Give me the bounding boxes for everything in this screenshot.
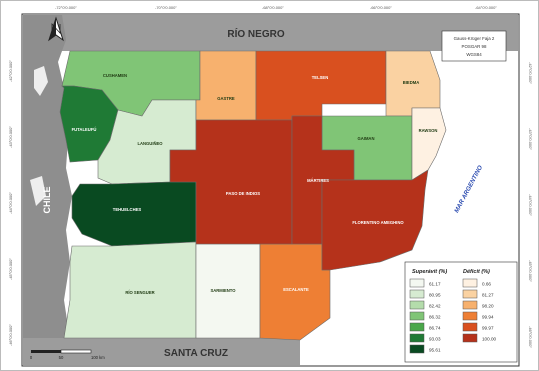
legend-value: 99.97 (482, 326, 494, 331)
departments (59, 50, 447, 341)
legend-swatch (462, 311, 478, 321)
department-label: TEHUELCHES (113, 207, 142, 212)
department-label: MÁRTIRES (307, 178, 329, 183)
projection-line: POSGAR 98 (462, 44, 487, 49)
legend-surplus-items: 61.17 80.95 82.42 86.32 86.74 93.03 95.61 (409, 278, 441, 354)
tick-label: -43°0'0.000" (8, 126, 13, 148)
legend-value: 61.17 (429, 282, 441, 287)
department-escalante[interactable] (259, 243, 331, 341)
legend-value: 0.66 (482, 282, 491, 287)
department-label: GAIMAN (358, 136, 375, 141)
tick-label: -44°0'0.000" (528, 194, 533, 216)
department-label: SARMIENTO (210, 288, 236, 293)
tick-label: -42°0'0.000" (528, 62, 533, 84)
legend-swatch (462, 289, 478, 299)
legend-swatch (462, 278, 478, 288)
chile-label: CHILE (42, 187, 52, 214)
department-label: TELSEN (312, 75, 329, 80)
legend-value: 86.32 (429, 315, 441, 320)
legend-swatch (462, 322, 478, 332)
legend-swatch (409, 311, 425, 321)
scale-label: 100 km (91, 355, 105, 360)
legend-swatch (409, 278, 425, 288)
tick-label: -68°0'0.000" (262, 5, 284, 10)
santa-cruz-label: SANTA CRUZ (164, 348, 228, 359)
department-label: CUSHAMEN (103, 73, 127, 78)
legend-value: 98.20 (482, 304, 494, 309)
tick-label: -64°0'0.000" (475, 5, 497, 10)
tick-label: -46°0'0.000" (8, 324, 13, 346)
right-coordinate-ticks: -42°0'0.000" -43°0'0.000" -44°0'0.000" -… (528, 62, 533, 348)
tick-label: -43°0'0.000" (528, 128, 533, 150)
legend-value: 93.03 (429, 337, 441, 342)
tick-label: -66°0'0.000" (370, 5, 392, 10)
legend-swatch (409, 333, 425, 343)
department-florentino-ameghino[interactable] (321, 169, 429, 271)
legend-value: 100.00 (482, 337, 496, 342)
legend-value: 99.94 (482, 315, 494, 320)
department-label: PASO DE INDIOS (226, 191, 260, 196)
legend-swatch (409, 289, 425, 299)
legend-value: 95.61 (429, 348, 441, 353)
department-tehuelches[interactable] (71, 181, 197, 247)
legend-surplus-title: Superávit (%) (412, 269, 447, 275)
legend-swatch (409, 300, 425, 310)
tick-label: -44°0'0.000" (8, 192, 13, 214)
legend-swatch (462, 333, 478, 343)
department-label: FLORENTINO AMEGHINO (352, 220, 404, 225)
legend-value: 81.27 (482, 293, 494, 298)
lake (30, 176, 46, 206)
department-label: GASTRE (217, 96, 235, 101)
legend-swatch (409, 344, 425, 354)
scale-label: 50 (59, 355, 64, 360)
tick-label: -42°0'0.000" (8, 60, 13, 82)
projection-line: Gauss-Krüger Faja 2 (454, 36, 495, 41)
rio-negro-region (23, 15, 518, 51)
department-paso-de-indios[interactable] (169, 119, 293, 245)
tick-label: -70°0'0.000" (155, 5, 177, 10)
top-coordinate-ticks: -72°0'0.000" -70°0'0.000" -68°0'0.000" -… (55, 5, 497, 10)
scale-label: 0 (30, 355, 33, 360)
department-label: RAWSON (419, 128, 438, 133)
rio-negro-label: RÍO NEGRO (227, 27, 284, 40)
left-coordinate-ticks: -42°0'0.000" -43°0'0.000" -44°0'0.000" -… (8, 60, 13, 346)
legend-deficit-items: 0.66 81.27 98.20 99.94 99.97 100.00 (462, 278, 496, 343)
department-label: LANGUIÑEO (137, 141, 163, 146)
projection-line: WGS84 (466, 52, 482, 57)
legend-swatch (409, 322, 425, 332)
department-label: FUTALEUFÚ (72, 127, 97, 132)
legend: Superávit (%) Déficit (%) 61.17 80.95 82.4… (404, 261, 518, 363)
north-arrow-icon (48, 16, 64, 42)
legend-deficit-title: Déficit (%) (463, 269, 490, 275)
scale-bar: 0 50 100 km (30, 349, 105, 360)
tick-label: -72°0'0.000" (55, 5, 77, 10)
legend-value: 82.42 (429, 304, 441, 309)
tick-label: -46°0'0.000" (528, 326, 533, 348)
department-label: ESCALANTE (283, 287, 309, 292)
legend-swatch (462, 300, 478, 310)
chile-region (23, 15, 72, 365)
department-label: RÍO SENGUER (125, 290, 154, 295)
tick-label: -45°0'0.000" (528, 260, 533, 282)
department-labels: CUSHAMEN FUTALEUFÚ LANGUIÑEO TEHUELCHES … (72, 73, 438, 295)
department-gastre[interactable] (195, 50, 257, 121)
department-rio-senguer[interactable] (63, 241, 197, 339)
lake (34, 66, 48, 96)
legend-value: 86.74 (429, 326, 441, 331)
legend-value: 80.95 (429, 293, 441, 298)
department-label: BIEDMA (403, 80, 420, 85)
projection-info-box: Gauss-Krüger Faja 2 POSGAR 98 WGS84 (441, 30, 507, 62)
tick-label: -45°0'0.000" (8, 258, 13, 280)
